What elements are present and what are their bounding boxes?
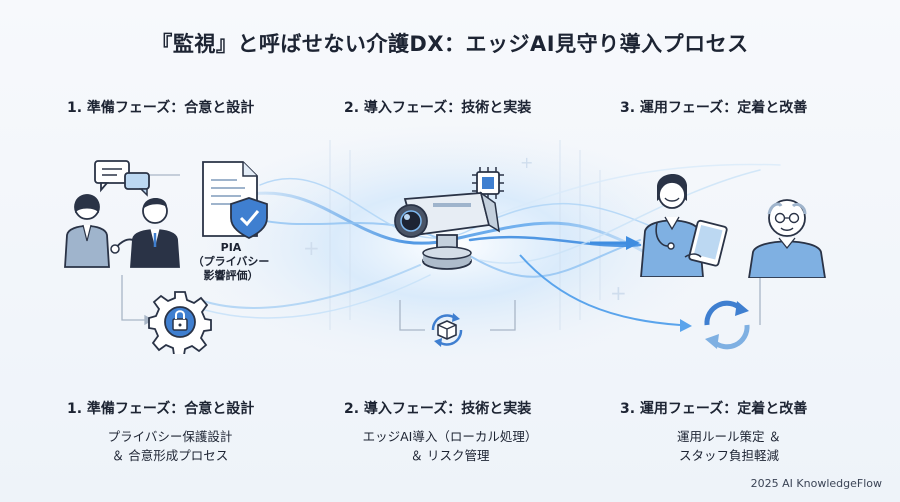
svg-text:+: + <box>520 153 533 172</box>
elderly-person-icon <box>748 199 826 278</box>
pia-label: PIA （プライバシー 影響評価） <box>186 241 276 283</box>
phase-2-description: エッジAI導入（ローカル処理） ＆ リスク管理 <box>338 427 562 465</box>
phase-1-heading-bottom: 1. 準備フェーズ：合意と設計 <box>67 401 255 417</box>
phase-3-description: 運用ルール策定 ＆ スタッフ負担軽減 <box>620 427 838 465</box>
chat-icon <box>94 160 150 197</box>
phase-2-desc-line2: ＆ リスク管理 <box>410 448 490 463</box>
phase-1-desc-line2: ＆ 合意形成プロセス <box>111 448 229 463</box>
gear-lock-icon <box>148 291 212 354</box>
caregiver-tablet-icon <box>640 173 728 277</box>
phase-2-heading-top: 2. 導入フェーズ：技術と実装 <box>344 100 532 116</box>
refresh-cycle-icon <box>704 300 750 350</box>
phase-2-heading-bottom: 2. 導入フェーズ：技術と実装 <box>344 401 532 417</box>
phase-1-desc-line1: プライバシー保護設計 <box>107 429 233 444</box>
box-cycle-icon <box>431 313 463 347</box>
edge-camera-icon <box>394 191 500 270</box>
chip-icon <box>472 167 504 199</box>
phase-1-heading-top: 1. 準備フェーズ：合意と設計 <box>67 100 255 116</box>
footer-credit: 2025 AI KnowledgeFlow <box>750 477 882 490</box>
svg-text:+: + <box>610 281 627 305</box>
phase-3-heading-top: 3. 運用フェーズ：定着と改善 <box>620 100 808 116</box>
people-meeting-icon <box>64 160 180 268</box>
phase-1-description: プライバシー保護設計 ＆ 合意形成プロセス <box>60 427 280 465</box>
phase-2-desc-line1: エッジAI導入（ローカル処理） <box>362 429 538 444</box>
pia-label-line1: PIA <box>220 241 242 254</box>
svg-text:+: + <box>303 236 320 260</box>
phase-3-desc-line2: スタッフ負担軽減 <box>678 448 779 463</box>
pia-label-line3: 影響評価） <box>203 269 259 282</box>
document-shield-icon <box>202 161 268 240</box>
page-title: 『監視』と呼ばせない介護DX：エッジAI見守り導入プロセス <box>151 32 749 56</box>
phase-3-heading-bottom: 3. 運用フェーズ：定着と改善 <box>620 401 808 417</box>
phase-3-desc-line1: 運用ルール策定 ＆ <box>677 429 781 444</box>
pia-label-line2: （プライバシー <box>192 255 270 268</box>
